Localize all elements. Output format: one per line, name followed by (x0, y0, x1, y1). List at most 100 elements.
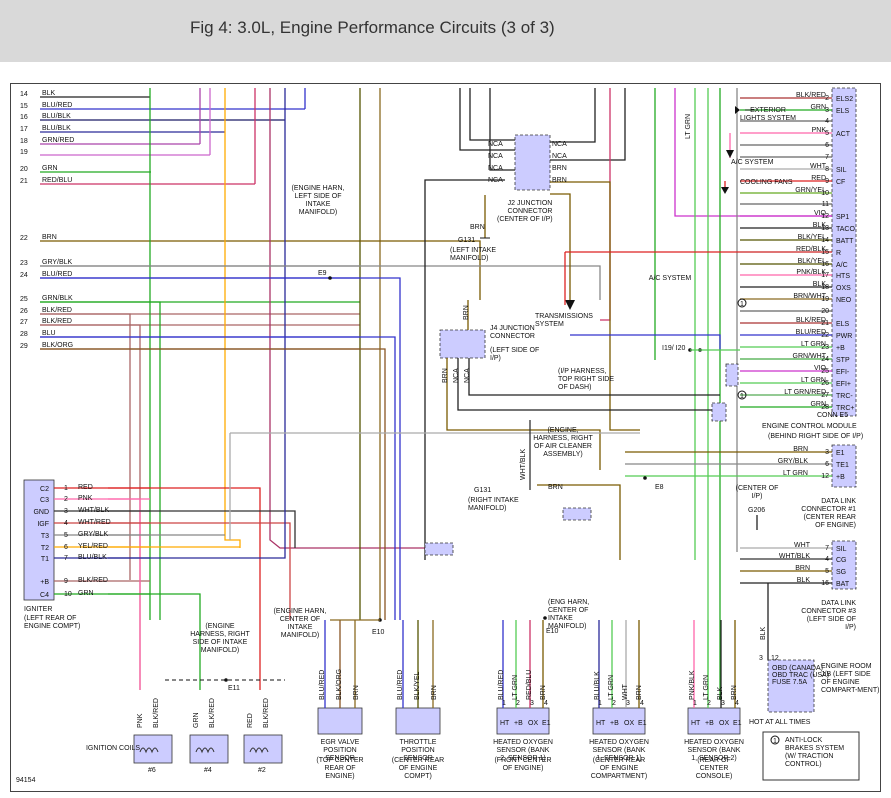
dlc1-terminal: E1 (836, 450, 845, 457)
sensor-pin-number: 3 (530, 700, 534, 707)
left-wire-number: 14 (20, 91, 28, 98)
sensor-box (395, 707, 441, 735)
sensor-pin-number: 1 (502, 700, 506, 707)
wire-29 (40, 348, 386, 620)
e9-label: E9 (318, 270, 327, 277)
figure-number: 94154 (16, 777, 36, 784)
igniter-whtblk-run (108, 510, 296, 548)
sensor-pin-number: 3 (721, 700, 725, 707)
ecm-pin-number: 9 (825, 178, 829, 185)
cooling-fans-label: COOLING FANS (740, 179, 793, 186)
igniter-terminal: C3 (40, 497, 49, 504)
wire-23-gry (40, 265, 601, 300)
ecm-pin-number: 22 (821, 332, 829, 339)
ac-system2-label: A/C SYSTEM (649, 275, 692, 282)
ecm-wire-label: BLU/RED (796, 329, 826, 336)
ecm-terminal: NEO (836, 297, 852, 304)
j2-left-label: NCA (488, 165, 503, 172)
coil-label: #2 (258, 767, 266, 774)
j2-left-label: NCA (488, 177, 503, 184)
sensor-wire-label: BRN (431, 685, 438, 700)
lt-grn-vertical: LT GRN (685, 114, 692, 139)
left-wire-number: 25 (20, 296, 28, 303)
sensor-pin-number: 4 (544, 700, 548, 707)
ecm-terminal: SP1 (836, 214, 849, 221)
e8-label: E8 (655, 484, 664, 491)
j4-connector (439, 329, 486, 359)
left-wire-label: BLU/BLK (42, 125, 71, 132)
igniter-pin-number: 9 (64, 578, 68, 585)
page-title: Fig 4: 3.0L, Engine Performance Circuits… (190, 18, 555, 37)
dlc3-pin: 4 (825, 556, 829, 563)
ecm-pin-number: 20 (821, 308, 829, 315)
sensor-wire-label: LT GRN (703, 675, 710, 700)
ac-system-label: A/C SYSTEM (731, 159, 774, 166)
dlc1-terminal: TE1 (836, 462, 849, 469)
ecm-pin-number: 16 (821, 261, 829, 268)
ecm-pin-number: 17 (821, 272, 829, 279)
sensor-box (687, 707, 741, 735)
g131-right-label: G131 (474, 487, 491, 494)
ecm-terminal: ELS (836, 108, 850, 115)
left-wire-label: BLK/RED (42, 318, 72, 325)
blured-pwr (570, 334, 721, 350)
ecm-wire-label: GRN/YEL (795, 187, 826, 194)
ecm-caption: ENGINE CONTROL MODULE (762, 423, 857, 430)
ecm-pin-number: 23 (821, 344, 829, 351)
sensor-pin-label: OX (528, 720, 538, 727)
j4-bottom-label: BRN (442, 368, 449, 383)
ecm-pin-number: 3 (825, 107, 829, 114)
sensor-pin-label: HT (500, 720, 510, 727)
arrow-ext (735, 106, 740, 114)
wire-top-blk4 (550, 88, 596, 143)
diagram-frame (10, 83, 881, 792)
dlc3-wire-label: WHT (794, 542, 811, 549)
e11-label: E11 (228, 685, 240, 692)
connector-mid-left (424, 542, 454, 556)
ecm-wire-label: GRN (810, 104, 826, 111)
j4-top-label: BRN (463, 305, 470, 320)
left-wire-number: 27 (20, 319, 28, 326)
g206-label: G206 (748, 507, 765, 514)
left-wire-label: RED/BLU (42, 177, 72, 184)
dlc3-pin: 7 (825, 545, 829, 552)
sensor-wire-label: LT GRN (512, 675, 519, 700)
igniter-terminal: IGF (37, 521, 49, 528)
e11-splice (224, 678, 228, 682)
ecm-pin-number: 6 (825, 142, 829, 149)
sensor-pin-number: 4 (735, 700, 739, 707)
wire-layer (23, 87, 860, 781)
igniter-caption: IGNITER (24, 606, 52, 613)
wire-24-blured (40, 277, 401, 620)
sensor-pin-number: 3 (626, 700, 630, 707)
ecm-wire-label: BLK/YEL (798, 234, 827, 241)
dlc1-pin: 12 (821, 473, 829, 480)
ecm-wire-label: VIO (814, 210, 827, 217)
wire-25 (40, 301, 161, 620)
j4-brn-down (446, 358, 601, 470)
sensor-pin-label: OX (624, 720, 634, 727)
ecm-terminal: CF (836, 179, 845, 186)
ecm-wire-label: LT GRN (801, 377, 826, 384)
igniter-pin-number: 4 (64, 520, 68, 527)
j2-right-label: BRN (552, 177, 567, 184)
wire-red-long (269, 88, 428, 549)
ecm-wire-label: PNK/BLK (796, 269, 826, 276)
sensor-wire-label: WHT (622, 683, 629, 700)
ecm-terminal: ELS (836, 321, 850, 328)
igniter-pin-number: 7 (64, 555, 68, 562)
fuse-pin-3: 3 (759, 655, 763, 662)
ecm-terminal: STP (836, 357, 850, 364)
sensor-pin-label: E1 (542, 720, 551, 727)
ecm-terminal: OXS (836, 285, 851, 292)
sensor-pin-label: +B (610, 720, 619, 727)
